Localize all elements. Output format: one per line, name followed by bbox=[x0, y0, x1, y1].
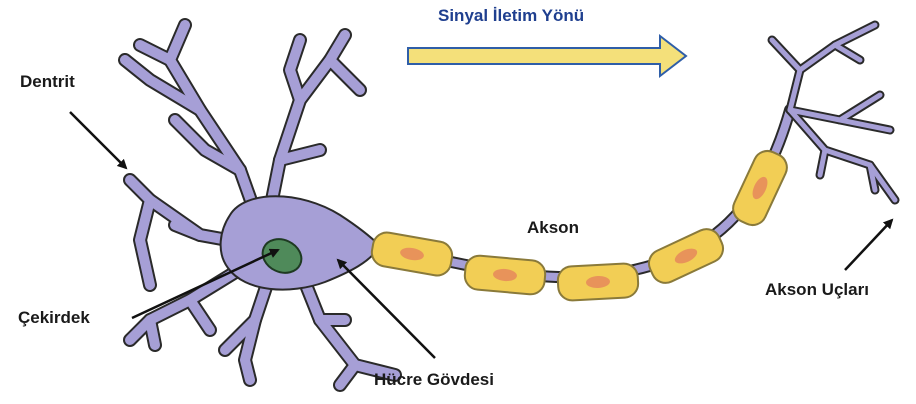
axon-terminals bbox=[772, 25, 895, 200]
cell-body-pointer bbox=[338, 260, 435, 358]
axon-terminals-pointer bbox=[845, 220, 892, 270]
dendrite-pointer bbox=[70, 112, 126, 168]
myelin-segment bbox=[370, 230, 455, 277]
signal-direction-label: Sinyal İletim Yönü bbox=[438, 6, 584, 26]
axon-label: Akson bbox=[527, 218, 579, 238]
signal-direction-arrow bbox=[408, 36, 686, 76]
dendrite-label: Dentrit bbox=[20, 72, 75, 92]
myelin-segment bbox=[644, 225, 727, 288]
myelin-segment bbox=[729, 146, 792, 229]
cell-body-label: Hücre Gövdesi bbox=[374, 370, 494, 390]
myelin-segment bbox=[557, 263, 639, 301]
axon-terminals-label: Akson Uçları bbox=[765, 280, 869, 300]
cell-body bbox=[221, 196, 380, 289]
nucleus-label: Çekirdek bbox=[18, 308, 90, 328]
myelin-segment bbox=[464, 255, 547, 296]
